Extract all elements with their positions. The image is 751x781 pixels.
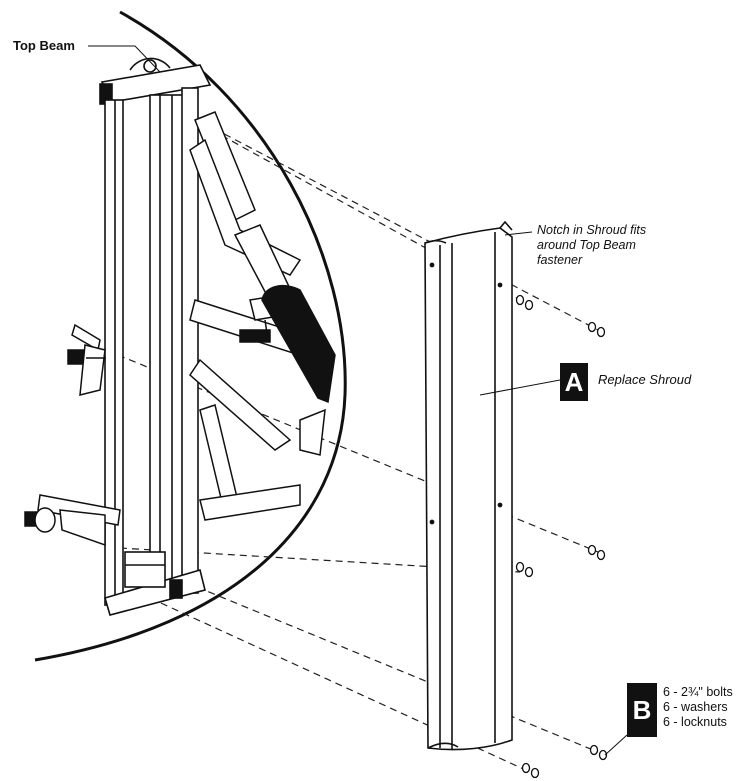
black-pad: [261, 284, 336, 404]
replace-shroud-leader: [479, 379, 561, 396]
foot-assembly: [24, 494, 121, 547]
fastener-set-2: [587, 321, 606, 338]
top-beam-leader: [88, 45, 161, 73]
fastener-set-4: [515, 561, 534, 578]
detail-circle-boundary: [34, 10, 347, 662]
notch-note-line-2: around Top Beam: [537, 238, 636, 252]
hardware-list: 6 - 2¾" bolts 6 - washers 6 - locknuts: [663, 685, 751, 730]
fastener-set-5: [589, 744, 608, 761]
notch-note-line-1: Notch in Shroud fits: [537, 223, 647, 237]
step-b-badge: B: [627, 683, 657, 737]
shroud: [424, 220, 513, 751]
pad-support: [299, 408, 326, 456]
center-post: [149, 94, 186, 596]
hardware-leader: [604, 734, 628, 756]
fastener-hardware: [515, 294, 608, 779]
notch-note-line-3: fastener: [537, 253, 583, 267]
top-beam-label: Top Beam: [13, 38, 75, 53]
step-a-badge: A: [560, 363, 588, 401]
fastener-set-6: [521, 762, 540, 779]
side-handle: [67, 323, 106, 396]
hardware-locknuts: 6 - locknuts: [663, 715, 727, 729]
hardware-washers: 6 - washers: [663, 700, 728, 714]
fastener-set-3: [587, 544, 606, 561]
notch-leader: [504, 231, 533, 236]
fastener-set-1: [515, 294, 534, 311]
replace-shroud-label: Replace Shroud: [598, 372, 692, 387]
notch-note: Notch in Shroud fits around Top Beam fas…: [537, 223, 727, 268]
left-post: [104, 99, 124, 606]
upright-frame: [99, 57, 212, 616]
hardware-bolts: 6 - 2¾" bolts: [663, 685, 733, 699]
